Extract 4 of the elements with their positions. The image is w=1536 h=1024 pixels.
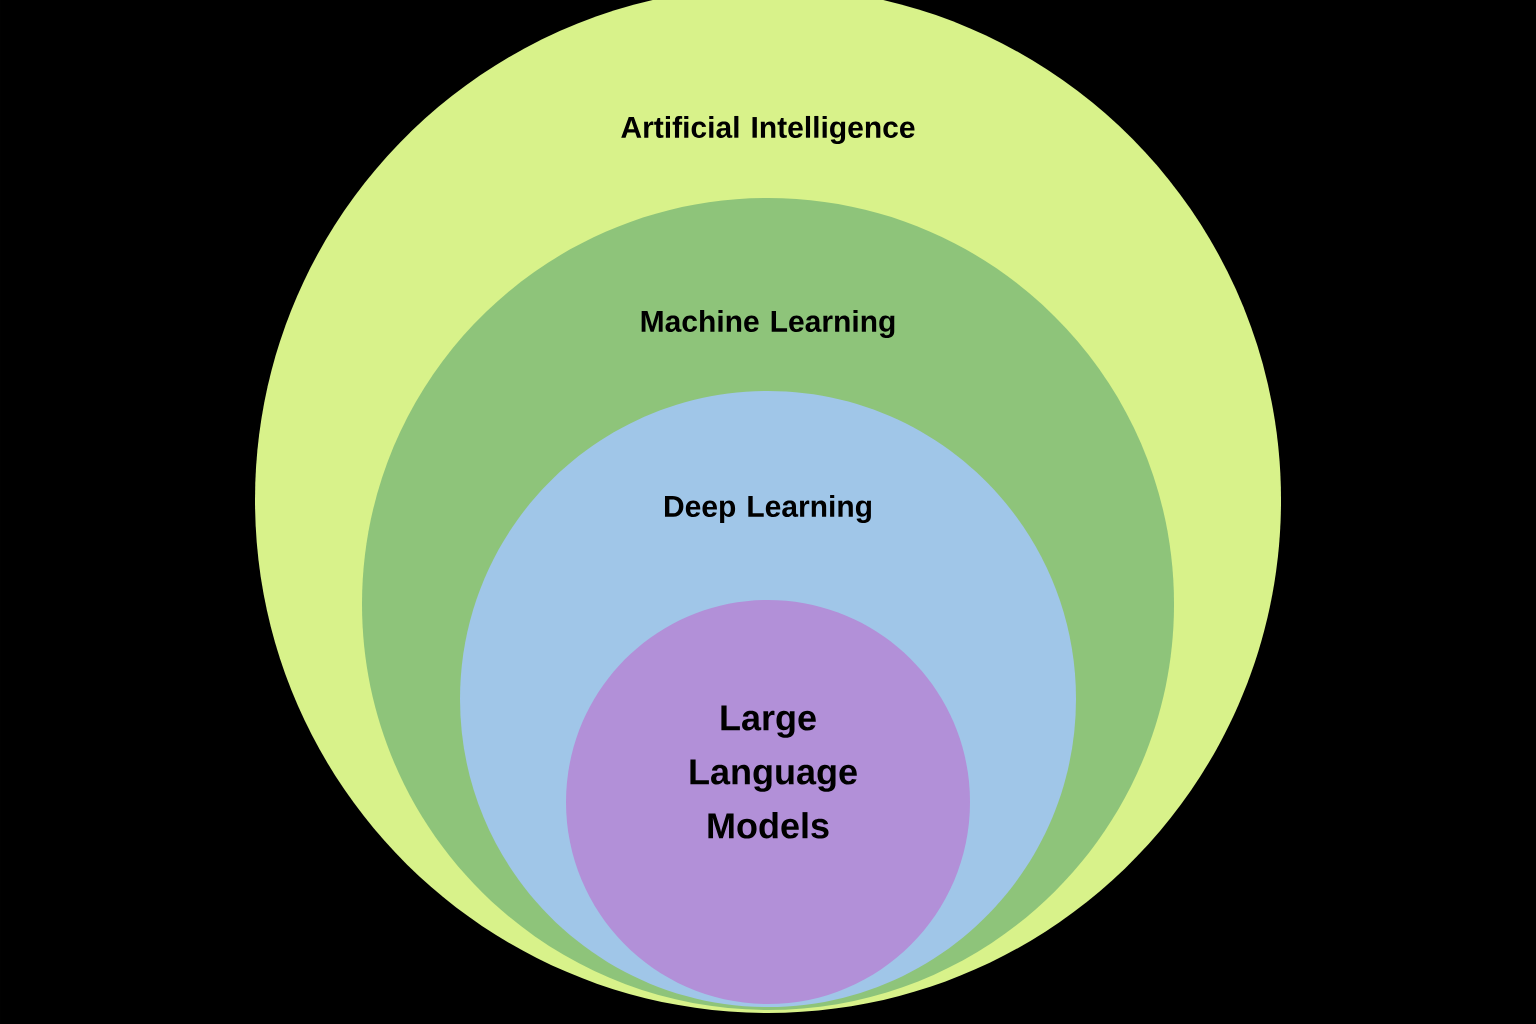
- circle-label: Large Language Models: [690, 705, 857, 839]
- circle-label: Machine Learning: [641, 309, 895, 339]
- circle-label: Deep Learning: [665, 494, 871, 524]
- circle-label: Artificial Intelligence: [621, 115, 915, 145]
